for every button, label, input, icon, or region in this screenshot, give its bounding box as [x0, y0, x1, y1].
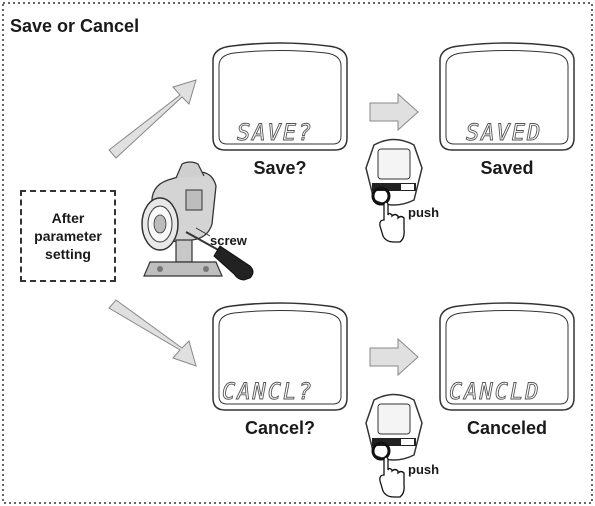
- lcd-saved: [439, 42, 575, 151]
- lcd-save-q: [212, 42, 348, 151]
- device-button-bottom: [365, 393, 423, 498]
- lcd-text-save-q: SAVE?: [237, 121, 313, 146]
- screw-label: screw: [210, 233, 247, 248]
- arrow-up-right: [108, 79, 197, 159]
- caption-cancel-q: Cancel?: [244, 418, 316, 438]
- push-label-top: push: [408, 205, 440, 220]
- after-parameter-setting-box: After parameter setting: [20, 190, 116, 282]
- lcd-text-canceled: CANCLD: [449, 380, 540, 405]
- caption-saved: Saved: [480, 158, 534, 178]
- push-label-bottom: push: [408, 462, 440, 477]
- lcd-text-saved: SAVED: [466, 121, 542, 146]
- arrow-right-top: [369, 92, 419, 132]
- after-parameter-setting-label: After parameter setting: [34, 210, 102, 262]
- caption-canceled: Canceled: [466, 418, 548, 438]
- arrow-down-right: [108, 299, 197, 367]
- page-title: Save or Cancel: [10, 16, 140, 36]
- arrow-right-bottom: [369, 337, 419, 377]
- device-button-top: [365, 138, 423, 243]
- lcd-canceled: [439, 302, 575, 411]
- lcd-text-cancel-q: CANCL?: [222, 380, 313, 405]
- caption-save-q: Save?: [253, 158, 307, 178]
- transmitter-device: [141, 161, 254, 281]
- lcd-cancel-q: [212, 302, 348, 411]
